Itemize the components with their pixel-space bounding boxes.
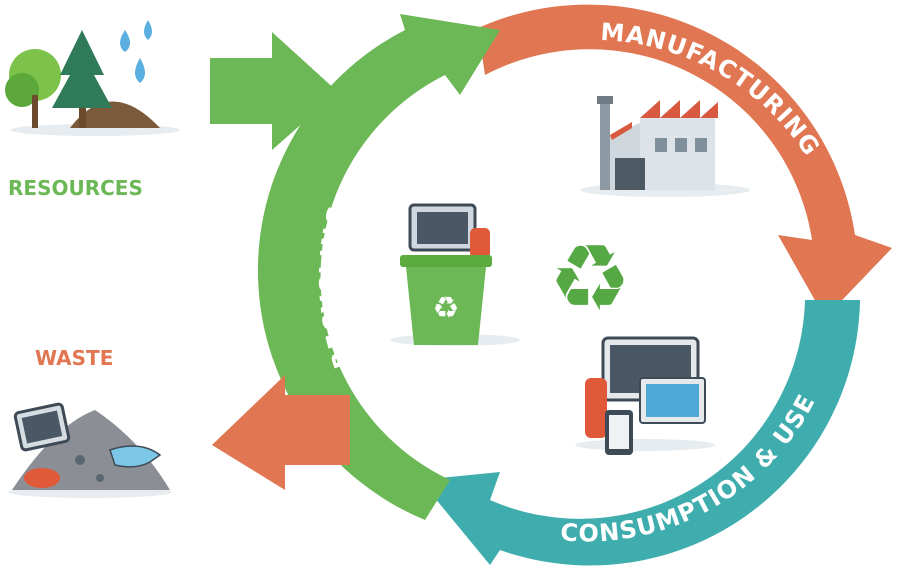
forest-icon [5, 30, 180, 136]
waste-pile-icon [8, 402, 172, 498]
resources-label: RESOURCES [8, 176, 143, 200]
water-drops-icon [120, 20, 152, 83]
waste-label: WASTE [35, 346, 113, 370]
recycle-symbol-icon: ♻ [549, 225, 631, 332]
waste-arrow [212, 375, 350, 490]
recycling-arrow [257, 14, 500, 520]
resources-arrow [210, 32, 338, 150]
devices-icon [575, 336, 715, 455]
recycle-bin-icon: ♻ [390, 203, 520, 346]
manufacturing-arrow [478, 4, 892, 318]
factory-icon [580, 96, 750, 197]
svg-text:♻: ♻ [433, 291, 460, 326]
consumption-arrow [420, 300, 860, 566]
